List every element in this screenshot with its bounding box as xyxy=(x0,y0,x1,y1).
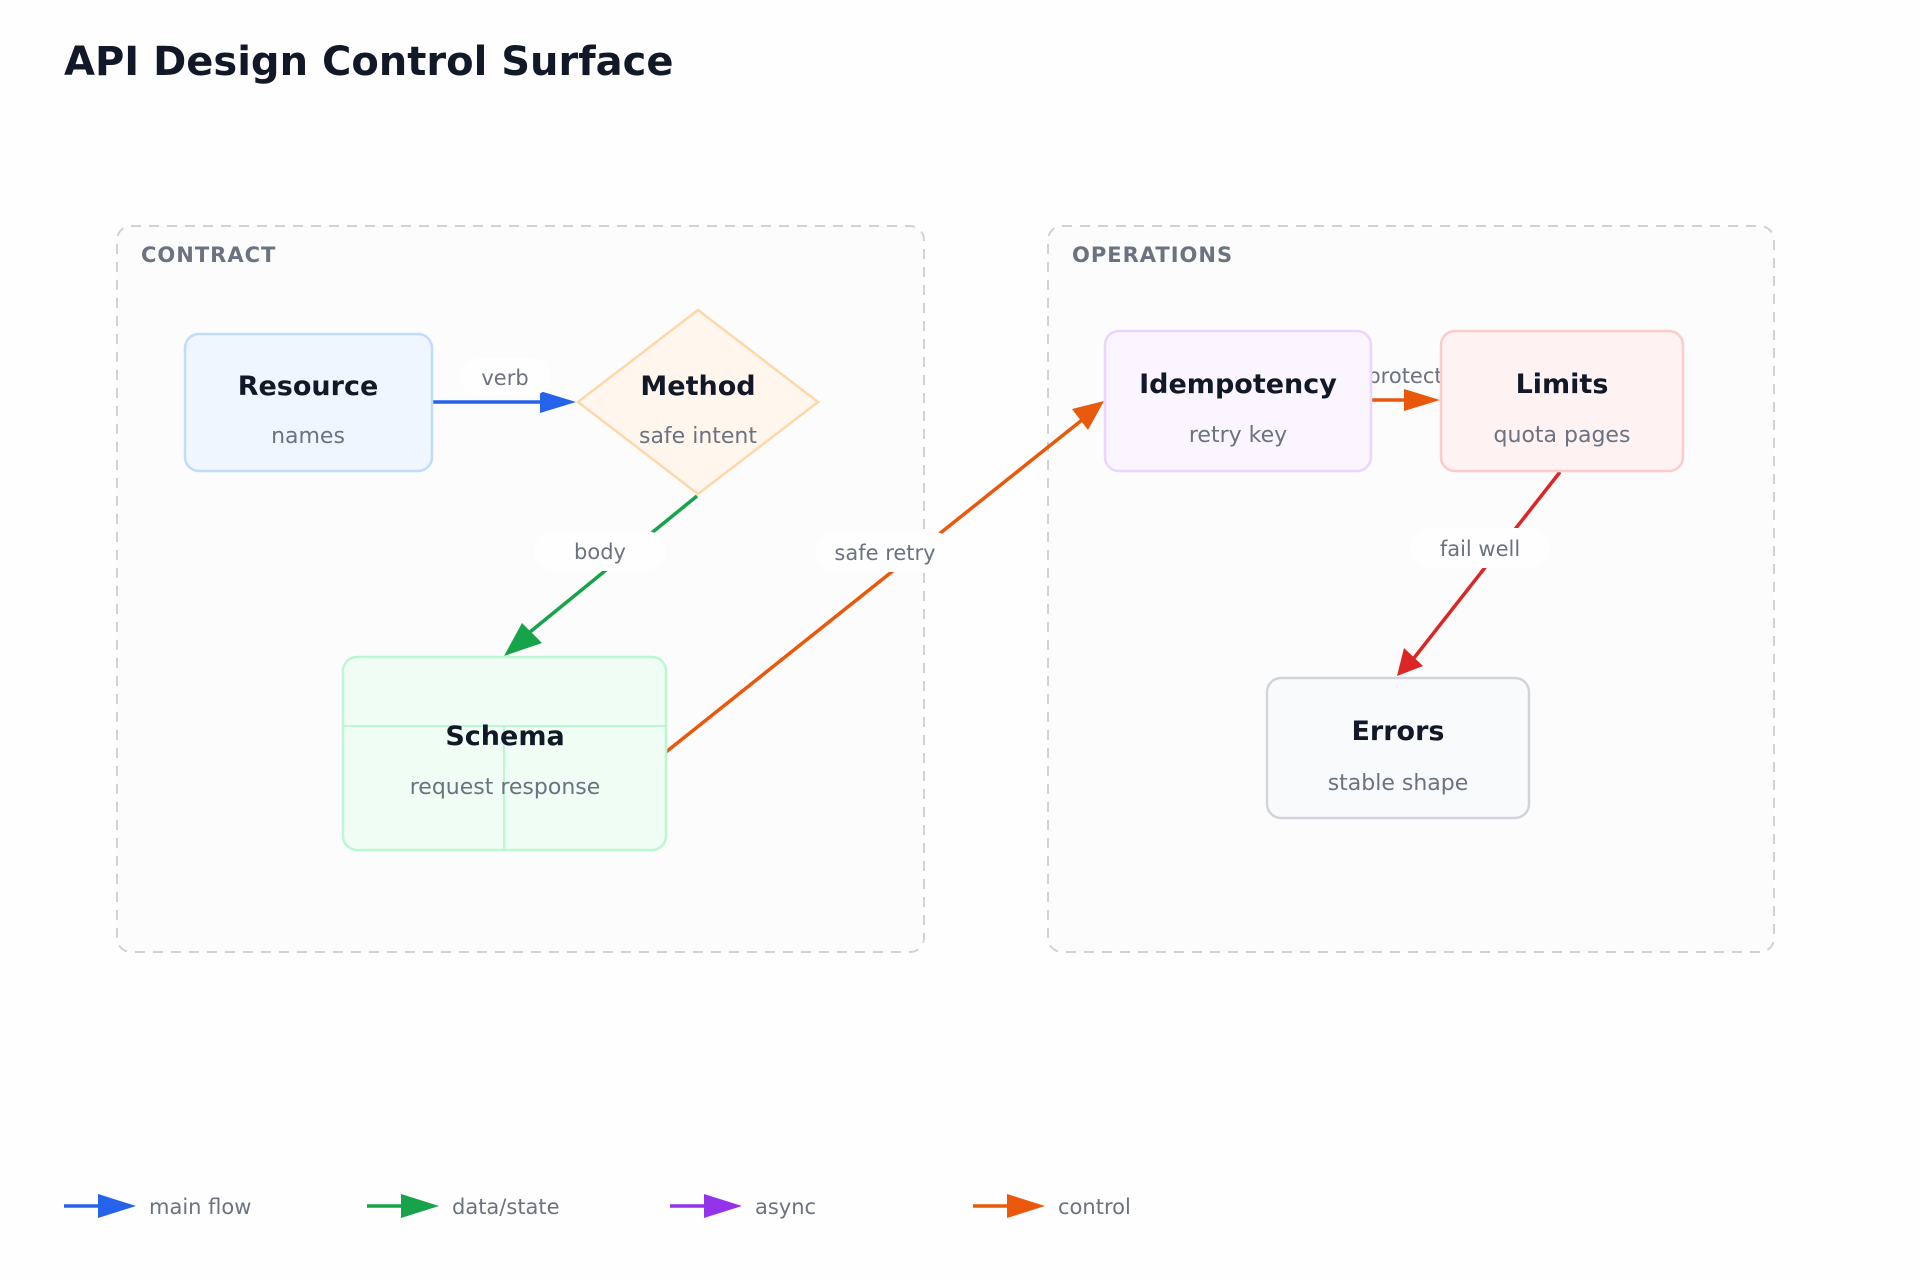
node-resource[interactable]: Resource names xyxy=(183,332,434,473)
node-title-schema: Schema xyxy=(445,721,564,752)
group-label-contract: CONTRACT xyxy=(141,243,276,267)
page-title: API Design Control Surface xyxy=(64,39,674,85)
edge-label-safe-retry: safe retry xyxy=(834,541,935,565)
edge-safe-retry: safe retry xyxy=(664,401,1104,754)
node-schema[interactable]: Schema request response xyxy=(341,655,668,852)
legend-label-control: control xyxy=(1058,1195,1131,1219)
node-sub-errors: stable shape xyxy=(1328,771,1469,796)
edge-label-verb: verb xyxy=(481,366,528,390)
legend-item-main-flow: main flow xyxy=(64,1194,251,1219)
edge-label-body: body xyxy=(574,540,626,564)
node-errors[interactable]: Errors stable shape xyxy=(1265,676,1531,820)
node-title-limits: Limits xyxy=(1516,369,1609,400)
legend-item-control: control xyxy=(973,1194,1131,1219)
node-idempotency[interactable]: Idempotency retry key xyxy=(1103,329,1373,473)
edge-protect: protect xyxy=(1367,364,1443,411)
edge-body: body xyxy=(504,494,699,656)
legend-label-main-flow: main flow xyxy=(149,1195,251,1219)
node-method[interactable]: Method safe intent xyxy=(575,308,821,496)
node-sub-resource: names xyxy=(271,424,345,449)
legend: main flow data/state async control xyxy=(64,1194,1131,1219)
legend-item-data-state: data/state xyxy=(367,1194,560,1219)
edge-fail-well: fail well xyxy=(1397,470,1562,676)
legend-item-async: async xyxy=(670,1194,816,1219)
node-title-method: Method xyxy=(640,371,755,402)
edge-label-protect: protect xyxy=(1367,364,1442,388)
node-sub-idempotency: retry key xyxy=(1189,423,1287,448)
edge-verb: verb xyxy=(432,358,576,413)
node-limits[interactable]: Limits quota pages xyxy=(1439,329,1685,473)
node-sub-schema: request response xyxy=(410,775,601,800)
node-sub-limits: quota pages xyxy=(1494,423,1631,448)
legend-label-data-state: data/state xyxy=(452,1195,560,1219)
node-title-errors: Errors xyxy=(1351,716,1444,747)
edge-label-fail-well: fail well xyxy=(1440,537,1520,561)
node-title-resource: Resource xyxy=(238,371,379,402)
node-sub-method: safe intent xyxy=(639,424,757,449)
group-label-operations: OPERATIONS xyxy=(1072,243,1233,267)
node-title-idempotency: Idempotency xyxy=(1139,369,1337,400)
legend-label-async: async xyxy=(755,1195,816,1219)
